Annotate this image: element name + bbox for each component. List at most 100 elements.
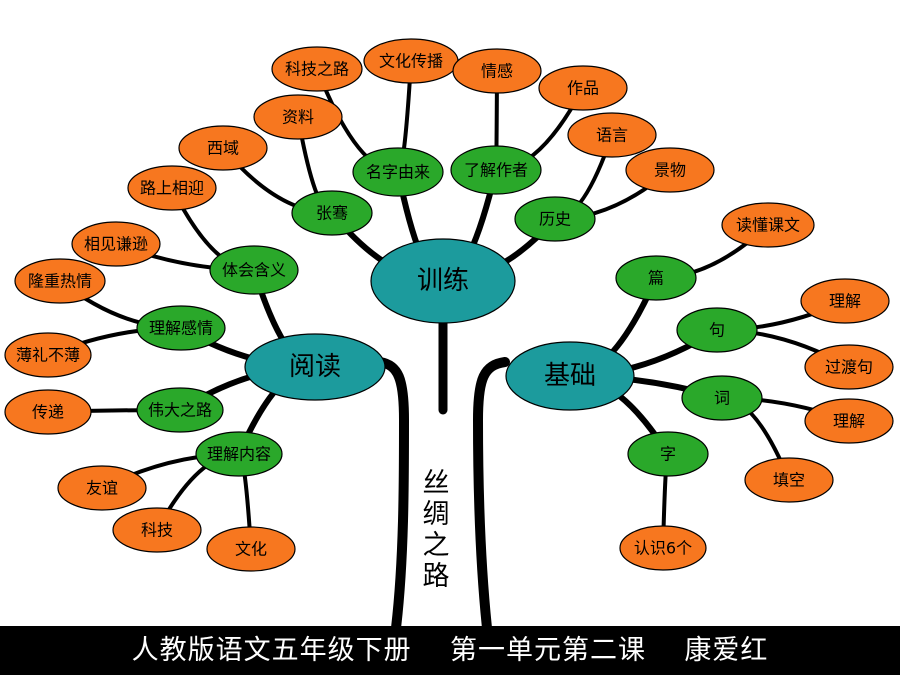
footer-banner: 人教版语文五年级下册 第一单元第二课 康爱红 (0, 626, 900, 675)
secondary-node: 名字由来 (352, 147, 444, 197)
leaf-node: 理解 (800, 278, 890, 324)
leaf-node: 科技 (112, 507, 202, 553)
leaf-node-label: 情感 (481, 62, 513, 81)
leaf-node-label: 理解 (833, 412, 865, 431)
leaf-node-label: 相见谦逊 (84, 235, 148, 254)
leaf-node-shape (721, 202, 815, 248)
secondary-node-label: 理解感情 (149, 319, 213, 338)
mind-map-tree: 科技之路文化传播名字由来情感作品了解作者语言景物历史资料西域张骞训练路上相迎相见… (4, 38, 894, 626)
secondary-node-shape (676, 307, 758, 353)
secondary-node-shape (291, 190, 373, 236)
secondary-node-shape (450, 145, 542, 195)
secondary-node: 句 (676, 307, 758, 353)
secondary-node-label: 张骞 (316, 204, 348, 223)
leaf-node-shape (71, 221, 161, 267)
secondary-node-label: 伟大之路 (148, 401, 212, 420)
leaf-node-shape (4, 332, 92, 378)
leaf-node-label: 路上相迎 (140, 179, 204, 198)
leaf-node-label: 科技 (141, 521, 173, 540)
main-node-center: 训练 (370, 238, 516, 324)
leaf-node-shape (567, 112, 657, 158)
secondary-node-shape (627, 431, 709, 477)
leaf-node-label: 作品 (567, 79, 599, 98)
leaf-node-shape (271, 46, 363, 92)
leaf-node: 过渡句 (804, 344, 894, 390)
secondary-node-label: 理解内容 (207, 445, 271, 464)
leaf-node: 薄礼不薄 (4, 332, 92, 378)
secondary-node: 词 (681, 375, 763, 421)
secondary-node-shape (681, 375, 763, 421)
leaf-node: 传递 (4, 389, 92, 435)
secondary-node-label: 句 (709, 321, 725, 340)
leaf-node: 资料 (253, 94, 343, 140)
main-node-left-label: 阅读 (289, 352, 341, 382)
leaf-node: 语言 (567, 112, 657, 158)
leaf-node-shape (538, 65, 628, 111)
leaf-node-shape (206, 526, 296, 572)
leaf-node-label: 薄礼不薄 (16, 346, 80, 365)
trunk-right-stem (472, 357, 510, 626)
leaf-node-label: 文化 (235, 540, 267, 559)
leaf-node-label: 隆重热情 (28, 272, 92, 291)
secondary-node: 篇 (615, 255, 697, 301)
leaf-node: 作品 (538, 65, 628, 111)
leaf-node: 隆重热情 (14, 258, 106, 304)
leaf-node: 文化 (206, 526, 296, 572)
secondary-node-shape (352, 147, 444, 197)
leaf-node: 西域 (178, 125, 268, 171)
leaf-node-shape (804, 344, 894, 390)
main-node-right-label: 基础 (544, 361, 596, 391)
secondary-node: 理解内容 (195, 431, 283, 477)
leaf-node-shape (800, 278, 890, 324)
secondary-node-shape (615, 255, 697, 301)
secondary-node: 理解感情 (136, 305, 226, 351)
secondary-node-label: 历史 (539, 210, 571, 229)
secondary-node-shape (209, 245, 299, 295)
secondary-node: 张骞 (291, 190, 373, 236)
leaf-node-shape (57, 465, 147, 511)
main-node-center-label: 训练 (417, 266, 469, 296)
main-node-center-shape (370, 238, 516, 324)
leaf-node-shape (178, 125, 268, 171)
secondary-node: 历史 (514, 196, 596, 242)
leaf-node: 科技之路 (271, 46, 363, 92)
trunk-label-char: 绸 (422, 499, 450, 530)
leaf-node-label: 理解 (829, 292, 861, 311)
secondary-node: 了解作者 (450, 145, 542, 195)
leaf-node-label: 友谊 (86, 479, 118, 498)
main-node-left: 阅读 (244, 333, 386, 401)
leaf-node: 友谊 (57, 465, 147, 511)
leaf-node: 读懂课文 (721, 202, 815, 248)
leaf-node: 认识6个 (619, 525, 707, 571)
trunk-label-char: 丝 (422, 468, 450, 499)
main-node-right-shape (505, 341, 635, 411)
secondary-node-label: 体会含义 (222, 261, 286, 280)
main-node-right: 基础 (505, 341, 635, 411)
secondary-node-label: 名字由来 (366, 163, 430, 182)
secondary-node: 字 (627, 431, 709, 477)
leaf-node-label: 科技之路 (285, 60, 349, 79)
leaf-node-shape (112, 507, 202, 553)
leaf-node-label: 语言 (596, 126, 628, 145)
leaf-node-shape (625, 147, 715, 193)
leaf-node-shape (253, 94, 343, 140)
secondary-node-label: 字 (660, 445, 676, 464)
trunk-label-char: 路 (422, 561, 450, 592)
main-node-left-shape (244, 333, 386, 401)
leaf-node: 情感 (452, 48, 542, 94)
secondary-node-shape (195, 431, 283, 477)
trunk-label-char: 之 (422, 530, 450, 561)
trunk-label: 丝绸之路 (412, 468, 460, 592)
secondary-node: 伟大之路 (136, 387, 224, 433)
leaf-node: 相见谦逊 (71, 221, 161, 267)
leaf-node-label: 填空 (773, 471, 805, 490)
leaf-node-shape (127, 165, 217, 211)
secondary-node: 体会含义 (209, 245, 299, 295)
leaf-node-label: 资料 (282, 108, 314, 127)
secondary-node-shape (514, 196, 596, 242)
secondary-node-label: 词 (714, 389, 730, 408)
leaf-node-shape (744, 457, 834, 503)
trunk-left-stem (375, 357, 410, 626)
leaf-node-shape (619, 525, 707, 571)
